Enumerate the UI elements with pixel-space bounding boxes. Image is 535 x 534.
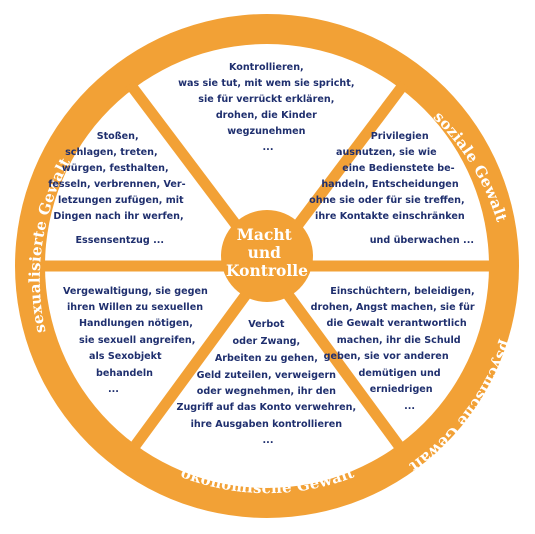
segment-top-text: Kontrollieren, was sie tut, mit wem sie … xyxy=(178,62,358,153)
segment-line: Zugriff auf das Konto verwehren, xyxy=(177,402,357,413)
segment-line: Kontrollieren, xyxy=(229,62,304,73)
segment-line: sie sexuell angreifen, xyxy=(79,335,195,346)
segment-lower-right-text: Einschüchtern, beleidigen, drohen, Angst… xyxy=(311,286,478,412)
segment-line: drohen, Angst machen, sie für xyxy=(311,302,475,313)
segment-line: Verbot xyxy=(248,319,285,330)
segment-line: handeln, Entscheidungen xyxy=(321,179,459,190)
segment-lower-left-text: Vergewaltigung, sie gegen ihren Willen z… xyxy=(63,286,211,395)
segment-line: Geld zuteilen, verweigern xyxy=(197,370,337,381)
segment-line: erniedrigen xyxy=(370,384,433,395)
segment-upper-left-text: Stoßen, schlagen, treten, würgen, festha… xyxy=(48,131,189,246)
segment-line: die Gewalt verantwortlich xyxy=(326,318,466,329)
segment-line: oder wegnehmen, ihr den xyxy=(197,386,336,397)
segment-line: Vergewaltigung, sie gegen xyxy=(63,286,208,297)
segment-line: ... xyxy=(263,435,274,446)
segment-line: sie für verrückt erklären, xyxy=(198,94,334,105)
center-line-1: Macht xyxy=(237,225,293,244)
segment-line: eine Bedienstete be- xyxy=(342,163,454,174)
segment-line: letzungen zufügen, mit xyxy=(58,195,184,206)
segment-line: drohen, die Kinder xyxy=(216,110,317,121)
segment-line: würgen, festhalten, xyxy=(62,163,169,174)
segment-line: als Sexobjekt xyxy=(89,351,162,362)
segment-line: demütigen und xyxy=(359,368,441,379)
segment-line: Stoßen, xyxy=(97,131,139,142)
center-title: Macht und Kontrolle xyxy=(226,225,308,280)
segment-line: Essensentzug ... xyxy=(76,235,165,246)
segment-line: oder Zwang, xyxy=(232,336,300,347)
segment-line: ihre Ausgaben kontrollieren xyxy=(191,419,343,430)
segment-line: geben, sie vor anderen xyxy=(324,351,449,362)
segment-line: Dingen nach ihr werfen, xyxy=(53,211,183,222)
segment-line: was sie tut, mit wem sie spricht, xyxy=(178,78,354,89)
segment-line: ihre Kontakte einschränken xyxy=(315,211,465,222)
segment-line: ausnutzen, sie wie xyxy=(336,147,437,158)
segment-line: Einschüchtern, beleidigen, xyxy=(330,286,474,297)
segment-line: schlagen, treten, xyxy=(65,147,158,158)
spoke-lower-right xyxy=(262,262,407,454)
segment-line: ohne sie oder für sie treffen, xyxy=(309,195,464,206)
segment-line: ihren Willen zu sexuellen xyxy=(67,302,203,313)
segment-line: wegzunehmen xyxy=(227,126,305,137)
spoke-lower-left xyxy=(127,262,272,454)
segment-line: machen, ihr die Schuld xyxy=(337,335,461,346)
center-line-3: Kontrolle xyxy=(226,261,308,280)
segment-line: Arbeiten zu gehen, xyxy=(215,353,318,364)
segment-line: ... xyxy=(404,401,415,412)
segment-line: ... xyxy=(263,142,274,153)
segment-line: Handlungen nötigen, xyxy=(79,318,193,329)
segment-line: und überwachen ... xyxy=(370,235,474,246)
segment-bottom-text: Verbot oder Zwang, Arbeiten zu gehen, Ge… xyxy=(177,319,360,446)
segment-line: Privilegien xyxy=(371,131,429,142)
segment-line: behandeln xyxy=(96,368,153,379)
center-hub xyxy=(221,210,313,302)
center-line-2: und xyxy=(248,243,282,262)
segment-line: ... xyxy=(108,384,119,395)
segment-line: fesseln, verbrennen, Ver- xyxy=(48,179,185,190)
segment-upper-right-text: Privilegien ausnutzen, sie wie eine Bedi… xyxy=(309,131,474,246)
